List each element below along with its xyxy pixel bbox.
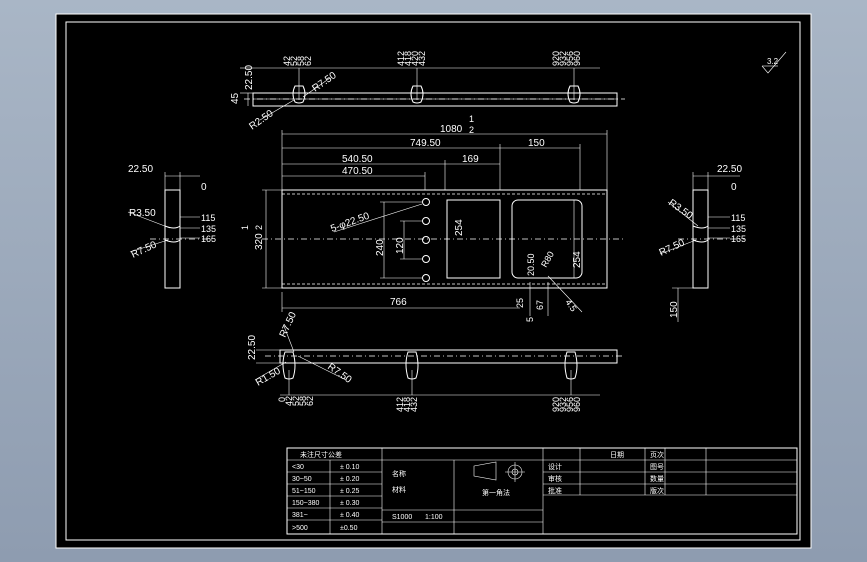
rail-bottom-t1: 42: [284, 396, 294, 406]
drawing-sheet: [55, 13, 812, 549]
rail-top-d45: 45: [230, 92, 241, 104]
dim-540: 540.50: [342, 154, 373, 165]
tol-val-2: ± 0.25: [340, 488, 360, 495]
rail-bottom-t3: 58: [298, 396, 308, 406]
tol-header: 未注尺寸公差: [300, 450, 342, 459]
side-left-d165: 165: [201, 234, 216, 244]
tol-val-3: ± 0.30: [340, 500, 360, 507]
tol-val-1: ± 0.20: [340, 476, 360, 483]
material-label: 材料: [392, 485, 406, 494]
dim-5: 5: [525, 317, 535, 322]
approval-r-3: 页次: [650, 450, 664, 459]
dim-766: 766: [390, 297, 407, 308]
rail-bottom-t10: 932: [558, 397, 568, 412]
approval-r-2: 版次: [650, 486, 664, 495]
drawing-border: [65, 21, 801, 541]
rail-bottom-t6: 418: [402, 397, 412, 412]
rail-top-t7: 420: [410, 51, 420, 66]
dim-254b: 254: [572, 251, 583, 268]
tol-range-2: 51~150: [292, 488, 316, 495]
rail-bottom-t7: 432: [409, 397, 419, 412]
rail-top-t1: 42: [282, 56, 292, 66]
rail-bottom-t2: 52: [291, 396, 301, 406]
side-right-d115: 115: [731, 213, 745, 223]
tol-range-1: 30~50: [292, 476, 312, 483]
sec-mark-1a: 1: [469, 114, 474, 124]
tol-val-4: ± 0.40: [340, 512, 360, 519]
projection-symbol: [473, 461, 525, 482]
dim-749: 749.50: [410, 138, 441, 149]
dim-169: 169: [462, 154, 479, 165]
sec-mark-2b: 2: [254, 225, 264, 230]
title-block: 未注尺寸公差 <30 ± 0.10 30~50 ± 0.20 51~150 ± …: [286, 447, 798, 535]
rail-bottom-t5: 412: [395, 397, 405, 412]
rail-top-t2: 52: [289, 56, 299, 66]
dim-25: 25: [515, 298, 525, 308]
tol-range-0: <30: [292, 464, 304, 471]
rail-top-t6: 418: [403, 51, 413, 66]
side-left-zero: 0: [201, 182, 207, 193]
approval-3: 日期: [610, 451, 624, 459]
sec-mark-2a: 2: [469, 125, 474, 135]
dim-240: 240: [375, 239, 386, 256]
rail-top-t8: 432: [417, 51, 427, 66]
rail-top-t4: 62: [303, 56, 313, 66]
side-right-d165: 165: [731, 234, 746, 244]
approval-r-1: 数量: [650, 474, 664, 483]
roughness-value: 3.2: [767, 57, 779, 66]
approval-2: 批准: [548, 486, 562, 495]
approval-1: 审核: [548, 474, 562, 483]
rail-bottom-t12: 960: [572, 397, 582, 412]
rail-top-t3: 58: [296, 56, 306, 66]
rail-bottom-t11: 956: [565, 397, 575, 412]
rail-top-t9: 920: [551, 51, 561, 66]
dim-1080: 1080: [440, 124, 463, 135]
dim-2050: 20.50: [526, 253, 536, 276]
approval-r-0: 图号: [650, 463, 664, 471]
rail-top-t5: 412: [396, 51, 406, 66]
side-right-d135: 135: [731, 224, 746, 234]
dim-470: 470.50: [342, 166, 373, 177]
rail-bottom-t9: 920: [551, 397, 561, 412]
rail-top-t10: 932: [558, 51, 568, 66]
side-left-r350: R3.50: [129, 208, 156, 219]
tol-val-5: ±0.50: [340, 525, 358, 532]
sec-mark-1b: 1: [240, 225, 250, 230]
rail-top-t11: 956: [565, 51, 575, 66]
rail-top-t12: 960: [572, 51, 582, 66]
projection-label: 第一角法: [482, 488, 510, 497]
main-plate-view: 1080 1 2 749.50 150 540.50 169 470.50 32…: [240, 114, 625, 322]
rail-bottom-t0: 0: [277, 397, 287, 402]
roughness-symbol: 3.2: [761, 51, 787, 74]
tol-range-3: 150~380: [292, 500, 320, 507]
tol-range-4: 381~: [292, 512, 308, 519]
approval-0: 设计: [548, 462, 562, 471]
side-left-d115: 115: [201, 213, 215, 223]
side-right-d2250: 22.50: [717, 164, 742, 175]
side-right-d150: 150: [669, 301, 680, 318]
top-rail-view: 22.50 45 R7.50 R2.50 42 52 58 62 412 418…: [230, 51, 625, 132]
rail-bottom-t4: 62: [305, 396, 315, 406]
dim-67: 67: [535, 300, 545, 310]
dim-254a: 254: [454, 219, 465, 236]
scale-value: S1000: [392, 514, 412, 521]
dim-120: 120: [395, 237, 406, 254]
side-left-d135: 135: [201, 224, 216, 234]
side-left-d2250: 22.50: [128, 164, 153, 175]
dim-150: 150: [528, 138, 545, 149]
rail-top-d2250: 22.50: [244, 65, 255, 90]
scale-ratio: 1:100: [425, 514, 443, 521]
tol-range-5: >500: [292, 525, 308, 532]
rail-bottom-d2250: 22.50: [247, 335, 258, 360]
name-label: 名称: [392, 469, 406, 478]
dim-320: 320: [254, 233, 265, 250]
tol-val-0: ± 0.10: [340, 464, 360, 471]
side-right-zero: 0: [731, 182, 737, 193]
